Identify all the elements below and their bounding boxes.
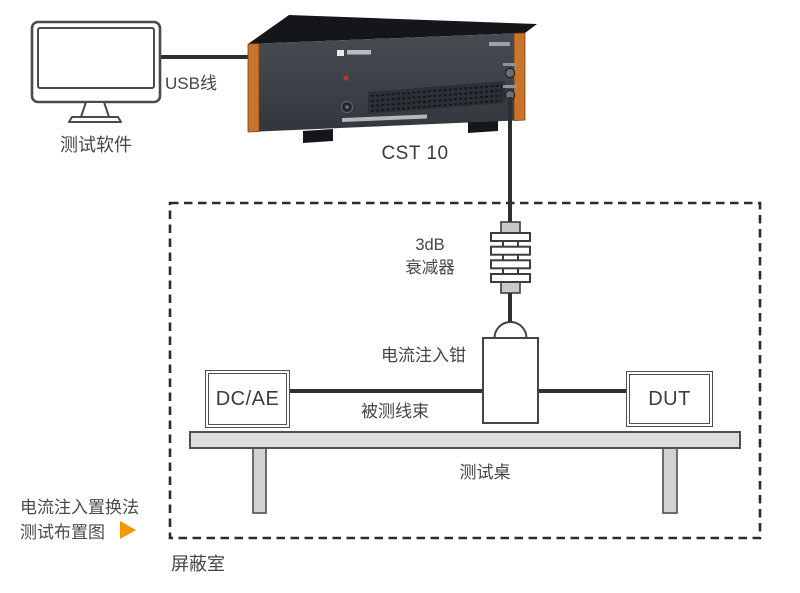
instrument-trim-right — [513, 32, 526, 122]
instrument-model-marking — [489, 42, 510, 46]
table-leg-right — [662, 447, 678, 514]
instrument-connector-upper — [504, 67, 516, 79]
caption-line1: 电流注入置换法 — [20, 498, 139, 517]
cst10-instrument-photo — [247, 15, 537, 143]
instrument-front-panel — [248, 33, 525, 132]
attenuator-label: 3dB 衰减器 — [392, 234, 468, 280]
test-table-label: 测试桌 — [459, 463, 511, 482]
dut-box-label: DUT — [648, 387, 691, 410]
test-table — [189, 431, 741, 514]
shield-room-border — [168, 201, 762, 540]
instrument-trim-left — [247, 43, 260, 133]
injection-clamp-label: 电流注入钳 — [381, 346, 466, 365]
monitor-icon — [30, 20, 162, 123]
table-top — [189, 431, 741, 449]
attenuator-label-line1: 3dB — [415, 236, 445, 254]
attenuator-icon — [490, 221, 531, 294]
instrument-foot-right — [468, 119, 498, 133]
shield-room-label: 屏蔽室 — [171, 554, 225, 574]
dcae-box-label: DC/AE — [215, 387, 280, 410]
injection-clamp-icon — [482, 321, 539, 424]
table-leg-left — [252, 447, 267, 514]
instrument-bottom-text — [342, 114, 427, 122]
caption-arrow-icon — [120, 521, 136, 539]
instrument-logo-text — [347, 50, 371, 55]
attenuator-label-line2: 衰减器 — [405, 259, 455, 278]
connector-label-lower — [503, 85, 517, 88]
software-label: 测试软件 — [60, 135, 132, 155]
instrument-foot-left — [303, 129, 333, 143]
connector-label-upper — [503, 63, 517, 66]
dcae-box: DC/AE — [205, 370, 290, 428]
instrument-model-label: CST 10 — [381, 143, 449, 164]
instrument-top-face — [248, 15, 537, 44]
instrument-logo-icon — [337, 50, 344, 56]
instrument-vent-grille — [368, 81, 505, 114]
caption-line2: 测试布置图 — [20, 523, 105, 542]
instrument-led — [343, 75, 349, 81]
dut-box: DUT — [626, 371, 713, 427]
usb-cable-label: USB线 — [165, 74, 217, 93]
harness-label: 被测线束 — [361, 402, 429, 421]
